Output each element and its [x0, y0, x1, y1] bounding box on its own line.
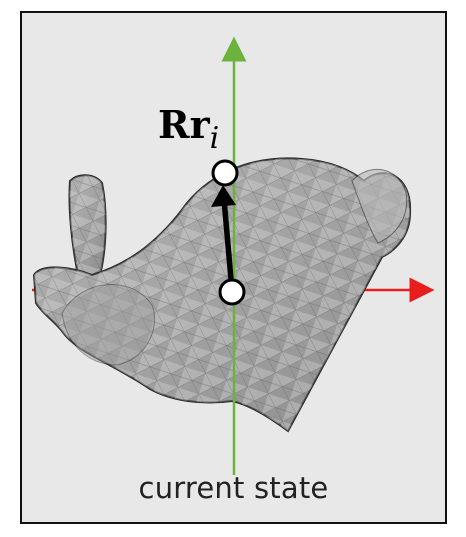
- diagram-canvas: Rri: [32, 36, 435, 475]
- vector-label-main: Rr: [158, 102, 211, 147]
- origin-point-icon: [218, 278, 246, 306]
- vector-label: Rri: [158, 102, 219, 156]
- vector-label-subscript: i: [210, 121, 220, 156]
- figure-frame: Rri current state: [20, 11, 447, 524]
- rotation-vector-arrow-icon: [211, 185, 236, 294]
- figure-caption: current state: [138, 471, 329, 505]
- endpoint-point-icon: [211, 159, 239, 187]
